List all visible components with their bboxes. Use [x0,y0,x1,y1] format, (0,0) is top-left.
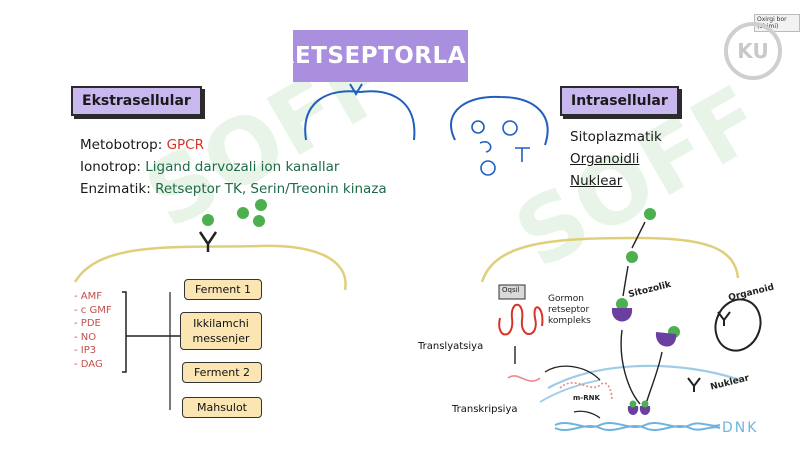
messenger-list: - AMF - c GMF - PDE - NO - IP3 - DAG [74,290,112,371]
extracellular-types: Metobotrop: GPCR Ionotrop: Ligand darvoz… [80,134,387,200]
receptor-cytosolic [655,332,677,347]
ligand [644,208,656,220]
receptor-nuclear [687,377,701,392]
type-name: Ionotrop: [80,159,146,175]
receptor-top [349,83,363,96]
receptor-nuclear-dna [639,406,651,415]
protein-tag-label: Oqsil [502,286,520,294]
type-sitoplazmatik: Sitoplazmatik [570,129,662,145]
type-enzimatik: Enzimatik: Retseptor TK, Serin/Treonin k… [80,178,387,200]
complex-arrow [645,351,663,405]
translation-label: Translyatsiya [418,341,484,352]
cell-membrane-right [450,95,549,146]
type-name: Enzimatik: [80,181,156,197]
messenger-item: - IP3 [74,345,97,356]
ligand-arrow [631,221,646,249]
type-value: Retseptor TK, Serin/Treonin kinaza [155,181,387,197]
messenger-item: - DAG [74,358,103,370]
page-title: RETSEPTORLAR [277,30,484,82]
type-metabotrop: Metobotrop: GPCR [80,134,387,156]
ligand [202,214,214,226]
ligand [616,298,628,310]
ligand [237,207,249,219]
nuclear-membrane [547,364,741,389]
type-nuklear: Nuklear [570,173,623,189]
ligand [626,251,638,263]
receptor-cytosolic [611,308,633,322]
receptor-left [198,231,218,252]
curl-shape [479,141,492,153]
intracellular-label: Intrasellular [560,86,679,116]
dna-label: DNK [722,420,759,436]
messenger-item: - NO [74,331,97,343]
complex-arrow [620,329,641,405]
nuclear-membrane [539,379,601,403]
ligand [253,215,265,227]
dna-strand [554,425,721,431]
cell-membrane-top [304,90,416,141]
curl-shape [471,120,485,134]
messenger-item: - PDE [74,318,101,329]
organoid [714,298,762,352]
gormon-complex-label: Gormon retseptor kompleks [548,294,591,326]
curl-shape [515,147,530,162]
ligand-arrow [622,265,629,297]
transcription-label: Transkripsiya [452,404,518,415]
curl-shape [502,120,518,136]
brand-logo: KU [724,22,782,80]
step-ikkilamchi-messenjer: Ikkilamchi messenjer [180,312,262,350]
receptor-nuclear-dna [627,406,639,415]
protein-coil [498,303,544,336]
type-name: Metobotrop: [80,137,167,153]
type-value: Ligand darvozali ion kanallar [145,159,340,175]
step-ferment-1: Ferment 1 [184,279,262,300]
extracellular-label: Ekstrasellular [71,86,202,116]
type-ionotrop: Ionotrop: Ligand darvozali ion kanallar [80,156,387,178]
step-ferment-2: Ferment 2 [182,362,262,383]
type-organoidli: Organoidli [570,151,640,167]
curl-shape [480,160,496,176]
receptor-organoid [717,311,731,326]
messenger-item: - AMF [74,291,103,302]
cell-membrane-left [73,244,347,291]
cell-membrane-right-cell [480,236,740,283]
ligand [641,400,649,408]
mrna-label: m-RNK [573,394,600,402]
ligand [255,199,267,211]
intracellular-types: Sitoplazmatik Organoidli Nuklear [570,126,662,192]
type-value: GPCR [166,137,204,153]
messenger-item: - c GMF [74,304,112,316]
mrna-strand [507,375,541,382]
ligand [629,400,637,408]
transport-arrow [544,365,601,381]
step-mahsulot: Mahsulot [182,397,262,418]
messenger-bracket [122,291,127,373]
protein-tag [498,284,526,300]
transcription-arrow [573,410,601,419]
brand-logo-text: KU [737,39,769,63]
